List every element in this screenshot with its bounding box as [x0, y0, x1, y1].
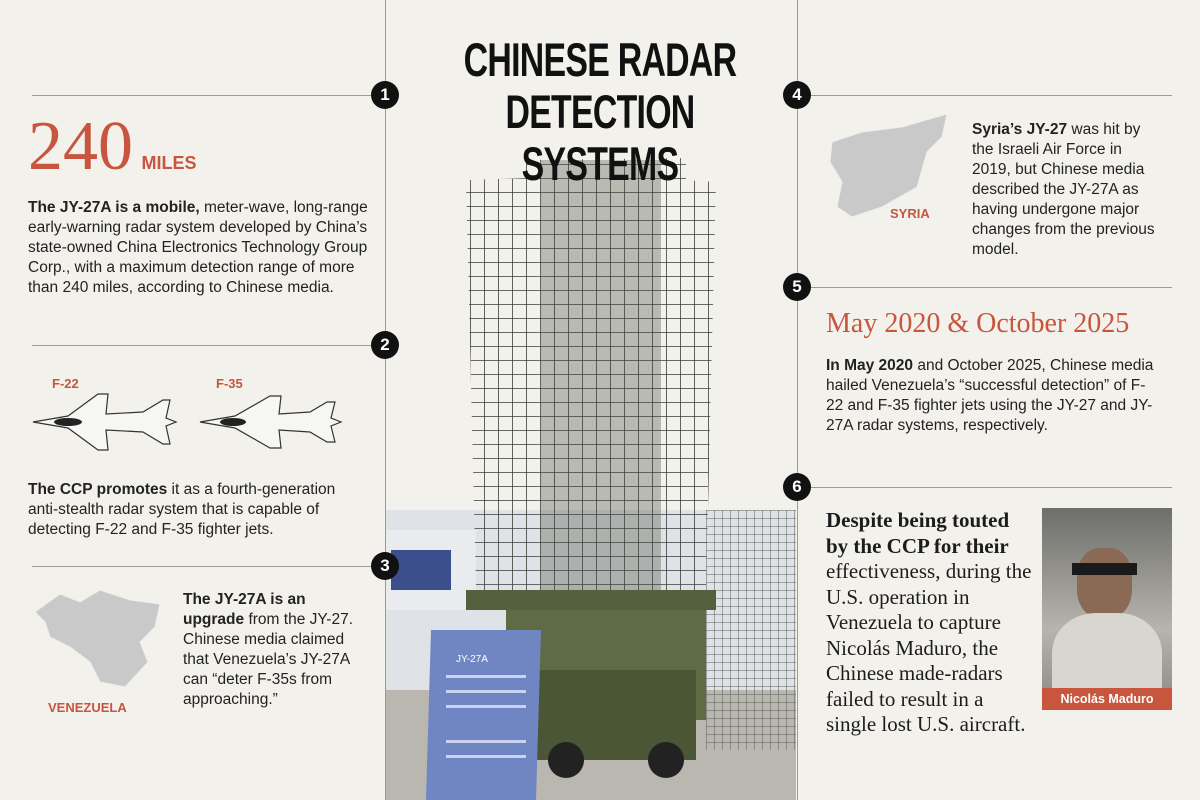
divider-right — [797, 0, 798, 800]
map-label-syria: SYRIA — [890, 206, 930, 221]
divider — [32, 566, 385, 567]
lead: The JY-27A is an upgrade — [183, 591, 306, 628]
photo-caption: Nicolás Maduro — [1042, 688, 1172, 710]
lead: In May 2020 — [826, 357, 914, 374]
radar-photo: JY-27A — [386, 158, 796, 800]
section-number: 6 — [783, 473, 811, 501]
divider — [797, 95, 1172, 96]
text: from the JY-27. Chinese media claimed th… — [183, 611, 353, 708]
section-number: 5 — [783, 273, 811, 301]
divider-left — [385, 0, 386, 800]
range-number: 240 — [28, 108, 133, 185]
venezuela-map-icon — [34, 589, 161, 688]
lead: Despite being touted by the CCP for thei… — [826, 508, 1010, 558]
f35-jet-icon — [199, 395, 343, 449]
page-title: CHINESE RADAR DETECTION SYSTEMS — [463, 33, 737, 190]
section-5-text: In May 2020 and October 2025, Chinese me… — [826, 356, 1156, 436]
maduro-photo — [1042, 508, 1172, 710]
section-number: 1 — [371, 81, 399, 109]
map-label-venezuela: VENEZUELA — [48, 700, 127, 715]
section-number: 2 — [371, 331, 399, 359]
section-2-text: The CCP promotes it as a fourth-generati… — [28, 480, 368, 540]
divider — [797, 287, 1172, 288]
lead: Syria’s JY-27 — [972, 121, 1068, 138]
text: and October 2025, Chinese media hailed V… — [826, 357, 1154, 434]
section-number: 3 — [371, 552, 399, 580]
section-6-text: Despite being touted by the CCP for thei… — [826, 508, 1036, 738]
jet-label-f35: F-35 — [216, 376, 243, 391]
divider — [32, 95, 385, 96]
section-number: 4 — [783, 81, 811, 109]
text: it as a fourth-generation anti-stealth r… — [28, 481, 336, 538]
lead: The JY-27A is a mobile, — [28, 199, 200, 216]
dates-heading: May 2020 & October 2025 — [826, 308, 1130, 339]
divider — [32, 345, 385, 346]
range-unit: MILES — [141, 153, 197, 173]
text: effectiveness, during the U.S. operation… — [826, 559, 1032, 736]
range-stat: 240 MILES — [28, 112, 196, 182]
lead: The CCP promotes — [28, 481, 168, 498]
syria-map-icon — [829, 113, 948, 218]
section-4-text: Syria’s JY-27 was hit by the Israeli Air… — [972, 120, 1162, 260]
jet-label-f22: F-22 — [52, 376, 79, 391]
divider — [797, 487, 1172, 488]
section-1-text: The JY-27A is a mobile, meter-wave, long… — [28, 198, 368, 298]
section-3-text: The JY-27A is an upgrade from the JY-27.… — [183, 590, 363, 710]
sign-text: JY-27A — [456, 654, 488, 665]
f22-jet-icon — [32, 393, 178, 451]
text: was hit by the Israeli Air Force in 2019… — [972, 121, 1155, 258]
text: meter-wave, long-range early-warning rad… — [28, 199, 368, 296]
